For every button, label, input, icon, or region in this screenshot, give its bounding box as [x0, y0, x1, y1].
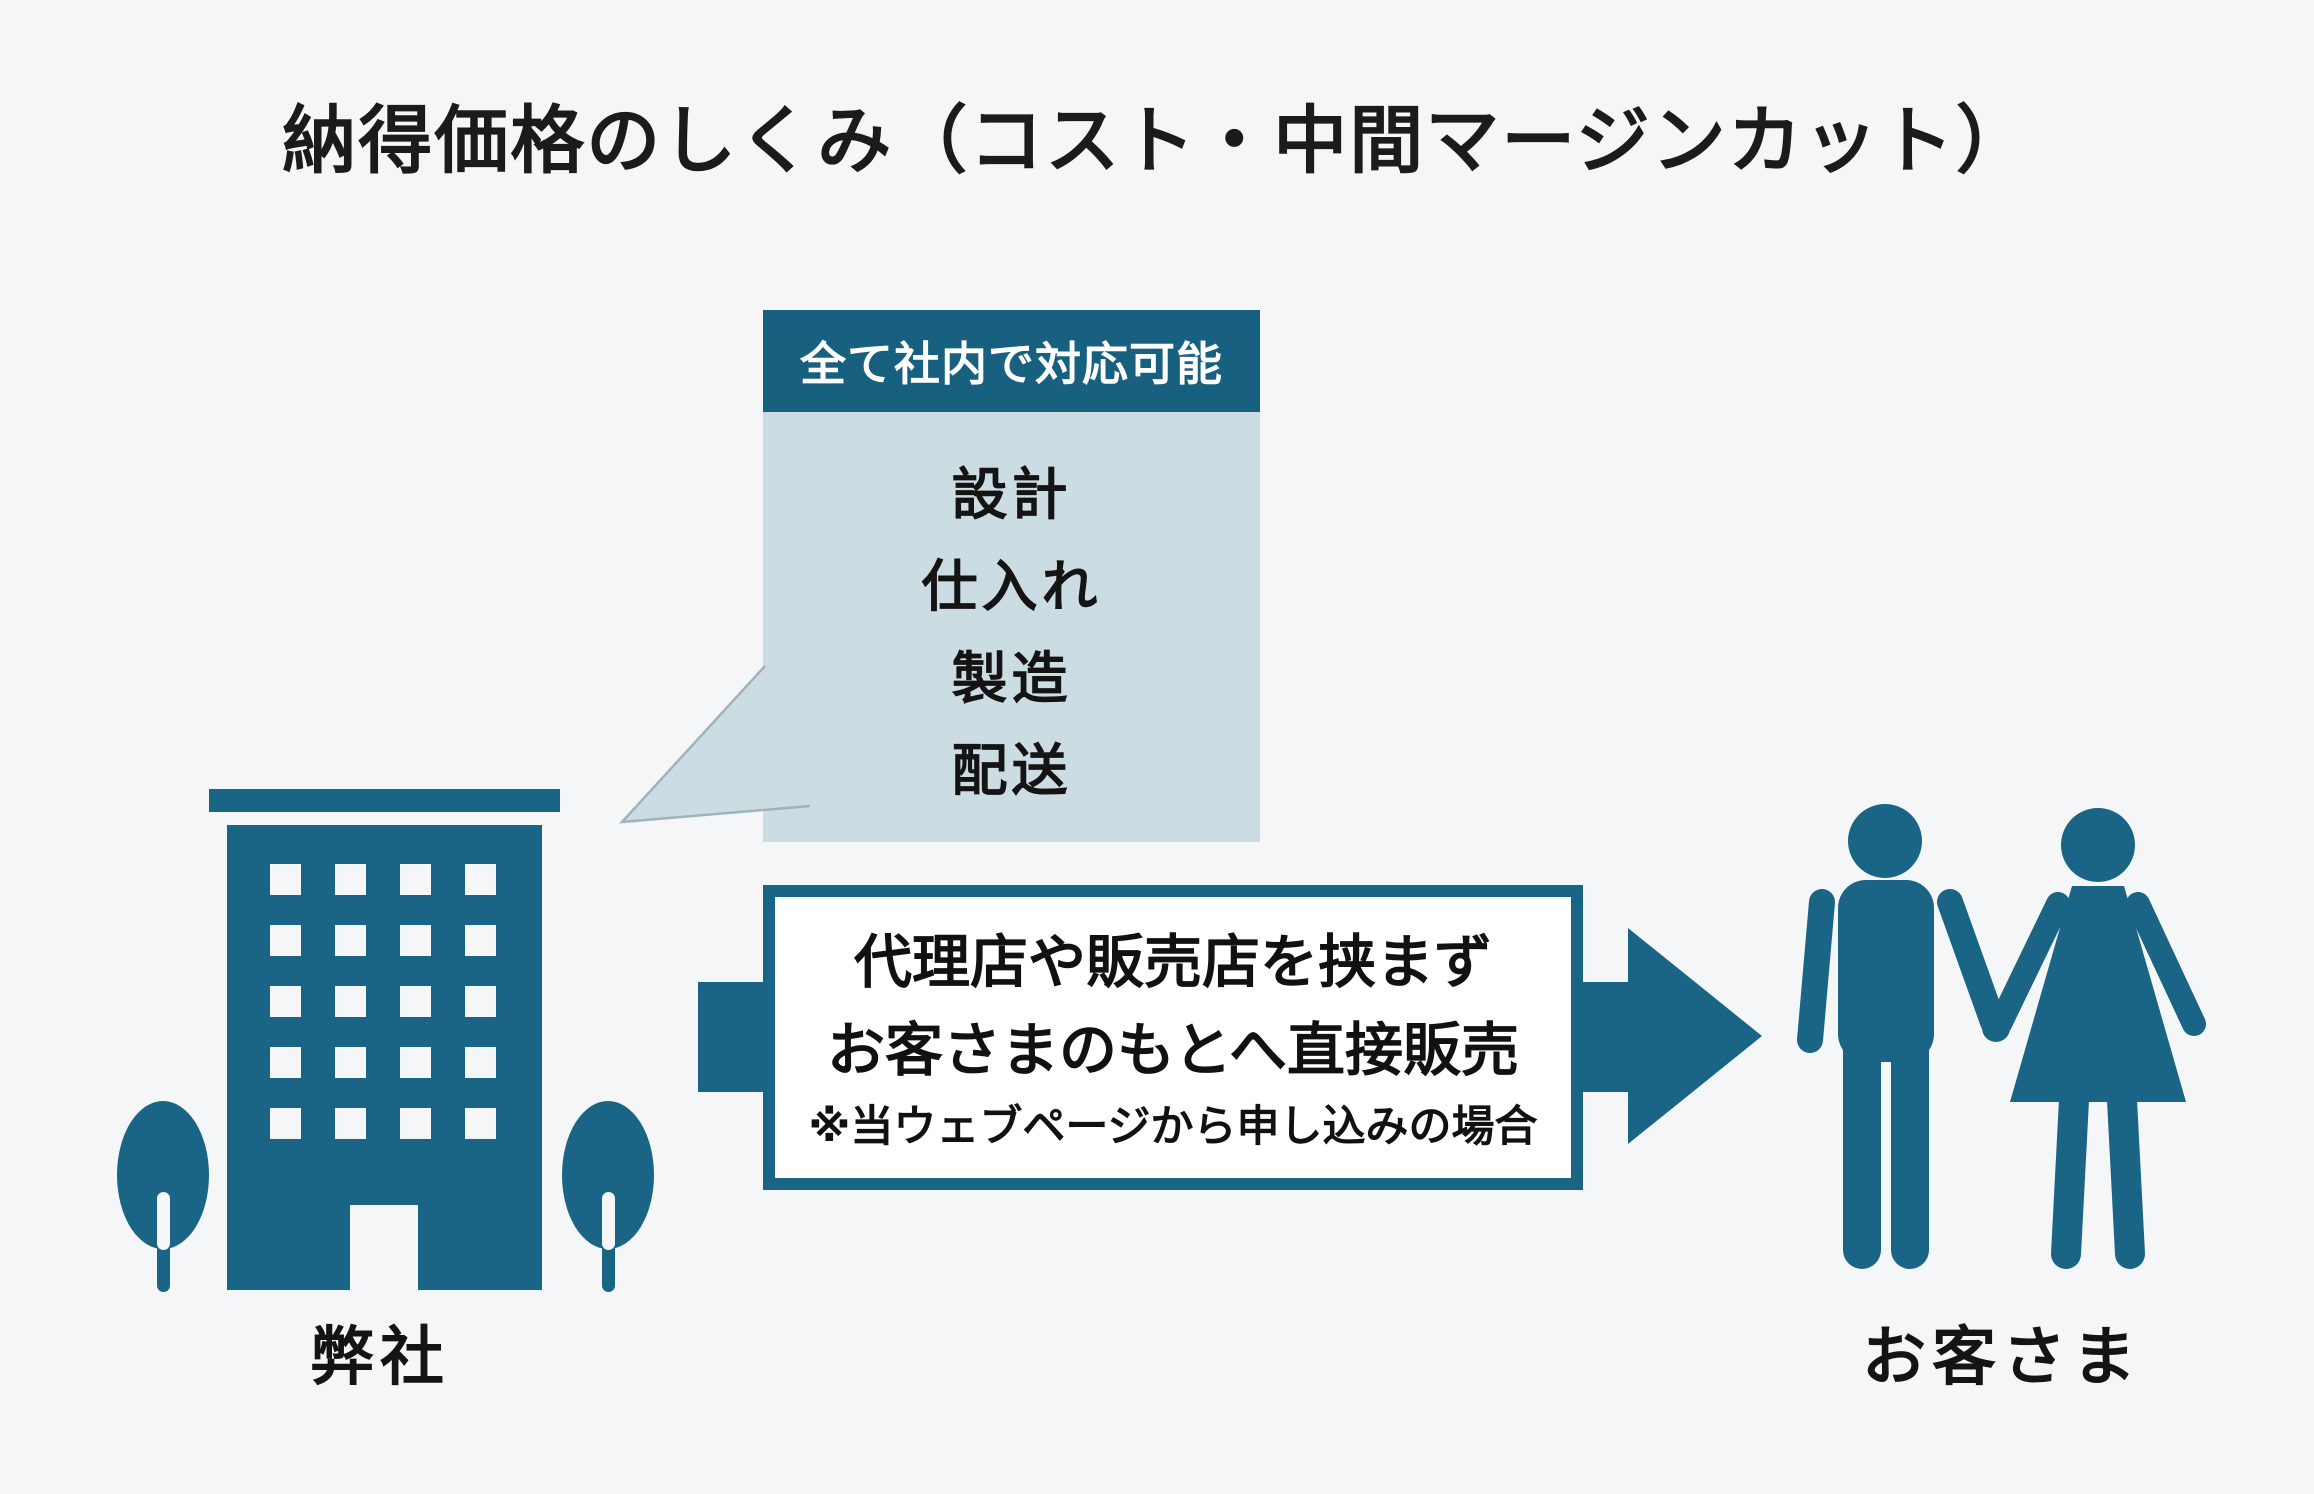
building-window: [335, 1108, 366, 1139]
building-window: [465, 986, 496, 1017]
tree-stem: [157, 1192, 170, 1250]
building-window: [465, 864, 496, 895]
speech-bubble-tail-icon: [618, 665, 811, 824]
building-window: [335, 986, 366, 1017]
bubble-item-manufacture: 製造: [951, 646, 1072, 710]
building-window: [335, 925, 366, 956]
bubble-item-procurement: 仕入れ: [921, 554, 1102, 618]
bubble-item-delivery: 配送: [951, 738, 1072, 802]
couple-icon: [1797, 804, 2206, 1269]
building-window: [400, 925, 431, 956]
building-windows: [270, 864, 496, 1139]
building-window: [400, 986, 431, 1017]
building-window: [400, 1108, 431, 1139]
direct-sales-line2: お客さまのもとへ直接販売: [827, 1017, 1519, 1083]
speech-bubble-body: 設計 仕入れ 製造 配送: [763, 412, 1260, 842]
building-window: [400, 1047, 431, 1078]
building-window: [270, 925, 301, 956]
building-roof: [209, 789, 560, 812]
bubble-item-design: 設計: [951, 462, 1072, 526]
building-window: [335, 1047, 366, 1078]
building-window: [270, 1047, 301, 1078]
building-window: [400, 864, 431, 895]
page-title: 納得価格のしくみ（コスト・中間マージンカット）: [282, 98, 2032, 182]
building-window: [465, 925, 496, 956]
speech-bubble-header: 全て社内で対応可能: [763, 310, 1260, 412]
building-icon: [227, 825, 542, 1290]
tree-stem: [602, 1192, 615, 1250]
building-window: [465, 1108, 496, 1139]
building-window: [270, 864, 301, 895]
direct-sales-box: 代理店や販売店を挟まず お客さまのもとへ直接販売 ※当ウェブページから申し込みの…: [763, 885, 1583, 1190]
building-door: [350, 1205, 418, 1290]
building-window: [465, 1047, 496, 1078]
customer-label: お客さま: [1862, 1321, 2142, 1393]
building-window: [270, 986, 301, 1017]
building-window: [335, 864, 366, 895]
tree-trunk: [602, 1244, 615, 1292]
company-label: 弊社: [310, 1321, 450, 1393]
direct-sales-note: ※当ウェブページから申し込みの場合: [808, 1102, 1538, 1151]
direct-sales-line1: 代理店や販売店を挟まず: [853, 929, 1492, 995]
building-window: [270, 1108, 301, 1139]
tree-trunk: [157, 1244, 170, 1292]
